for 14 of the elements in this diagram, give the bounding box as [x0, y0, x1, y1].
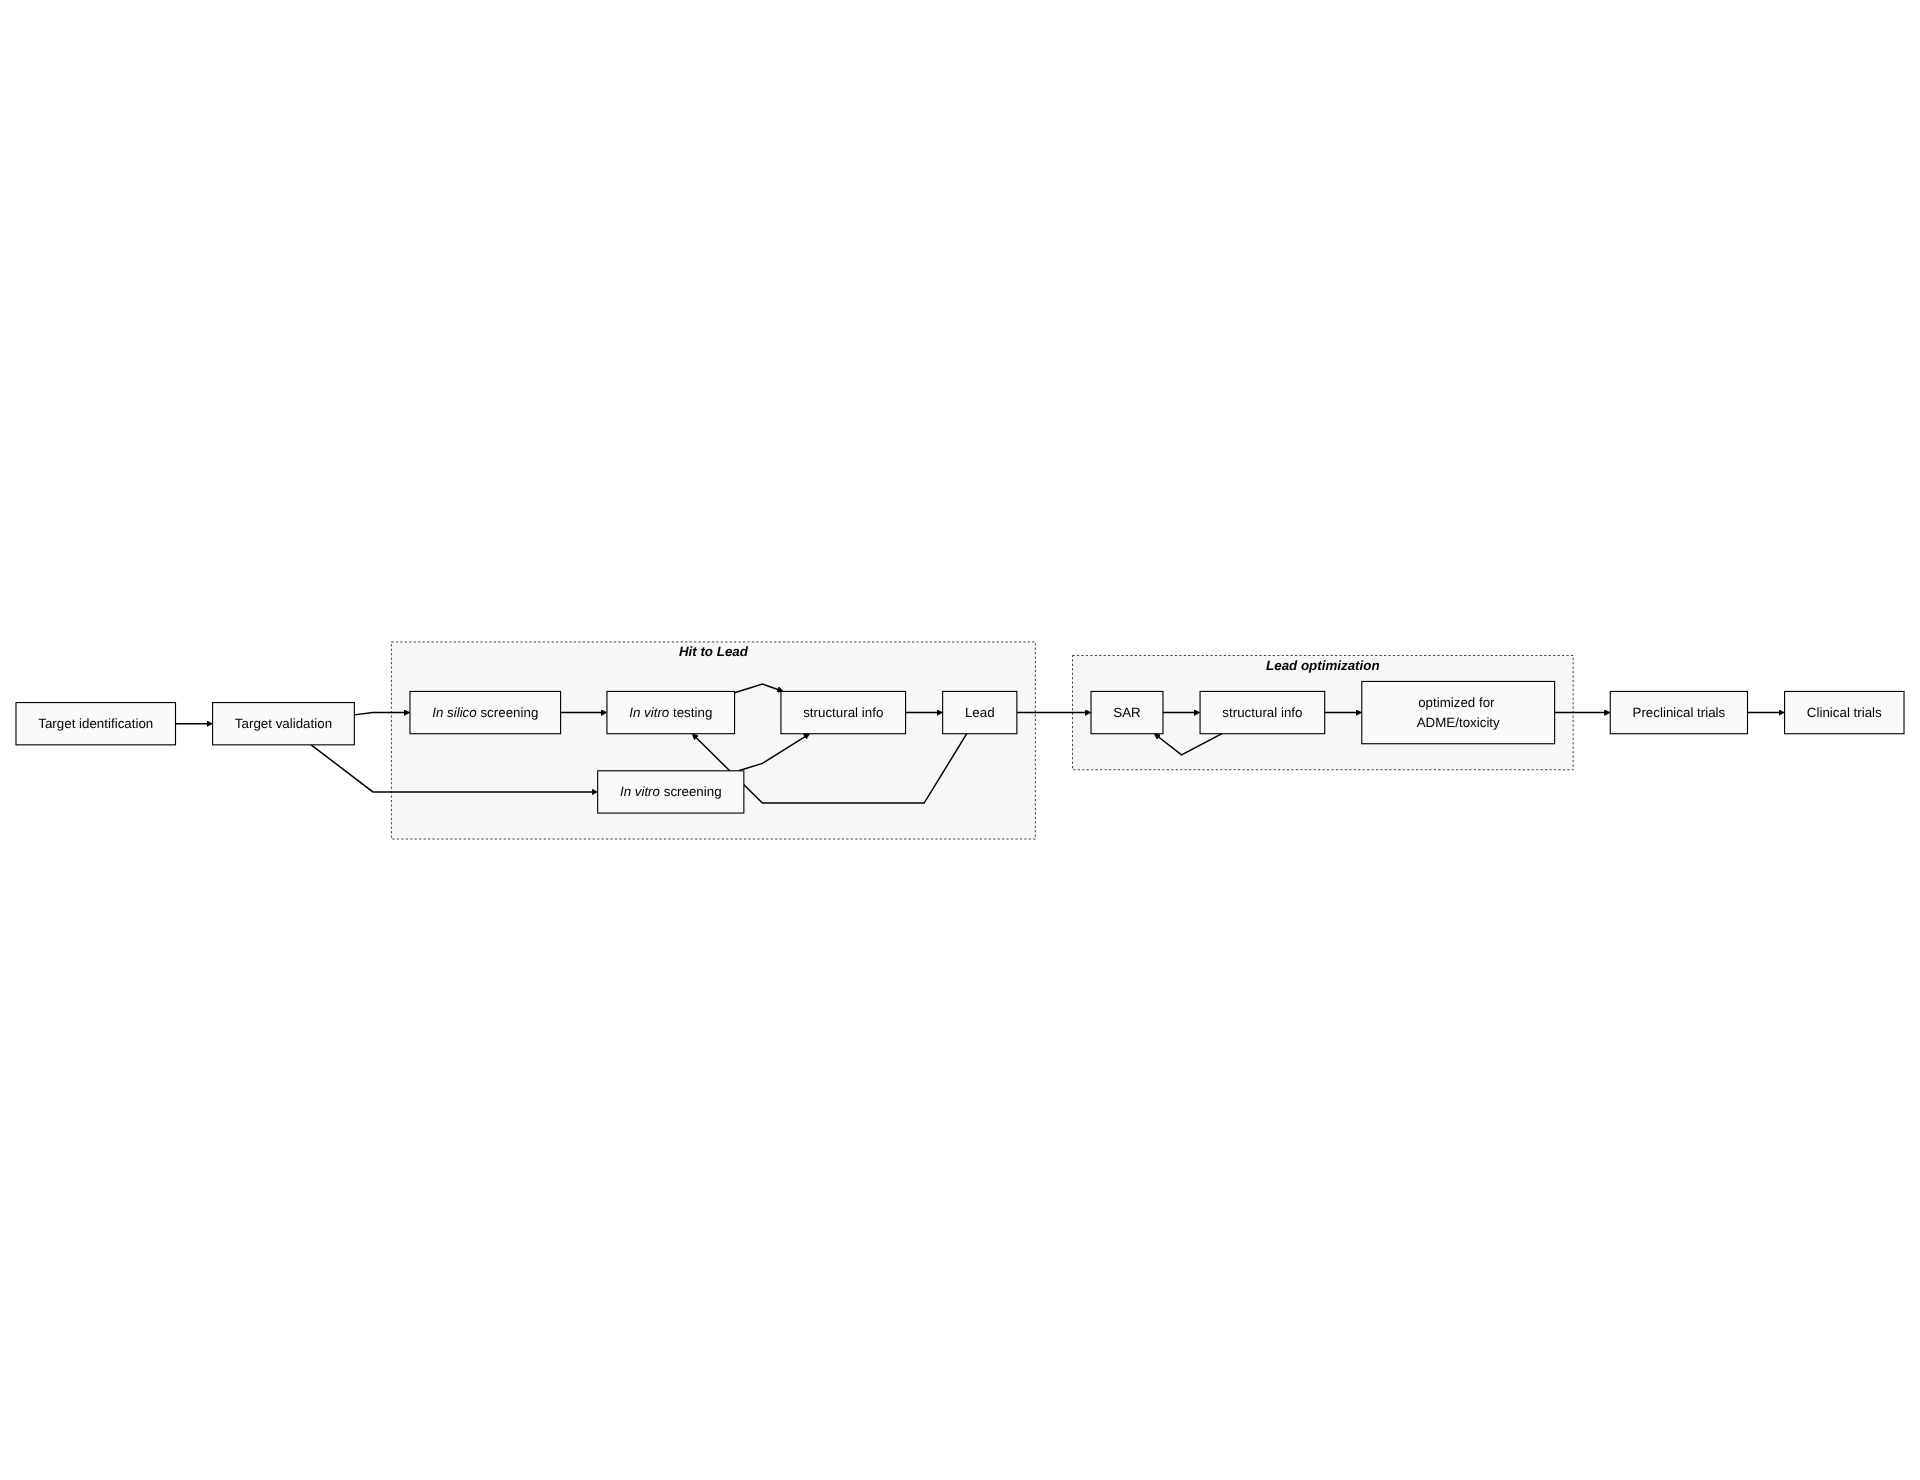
- arrow: [1553, 708, 1611, 716]
- arrow: [1153, 732, 1223, 756]
- arrow: [904, 708, 943, 716]
- arrow: [310, 743, 598, 795]
- arrow: [691, 732, 968, 804]
- arrow: [737, 732, 810, 772]
- arrow: [1323, 708, 1363, 716]
- arrow: [353, 708, 411, 716]
- arrow: [1016, 708, 1092, 716]
- arrow: [1746, 708, 1785, 716]
- arrow: [1162, 708, 1201, 716]
- arrow: [174, 719, 213, 727]
- arrow: [559, 708, 608, 716]
- arrow: [733, 682, 784, 693]
